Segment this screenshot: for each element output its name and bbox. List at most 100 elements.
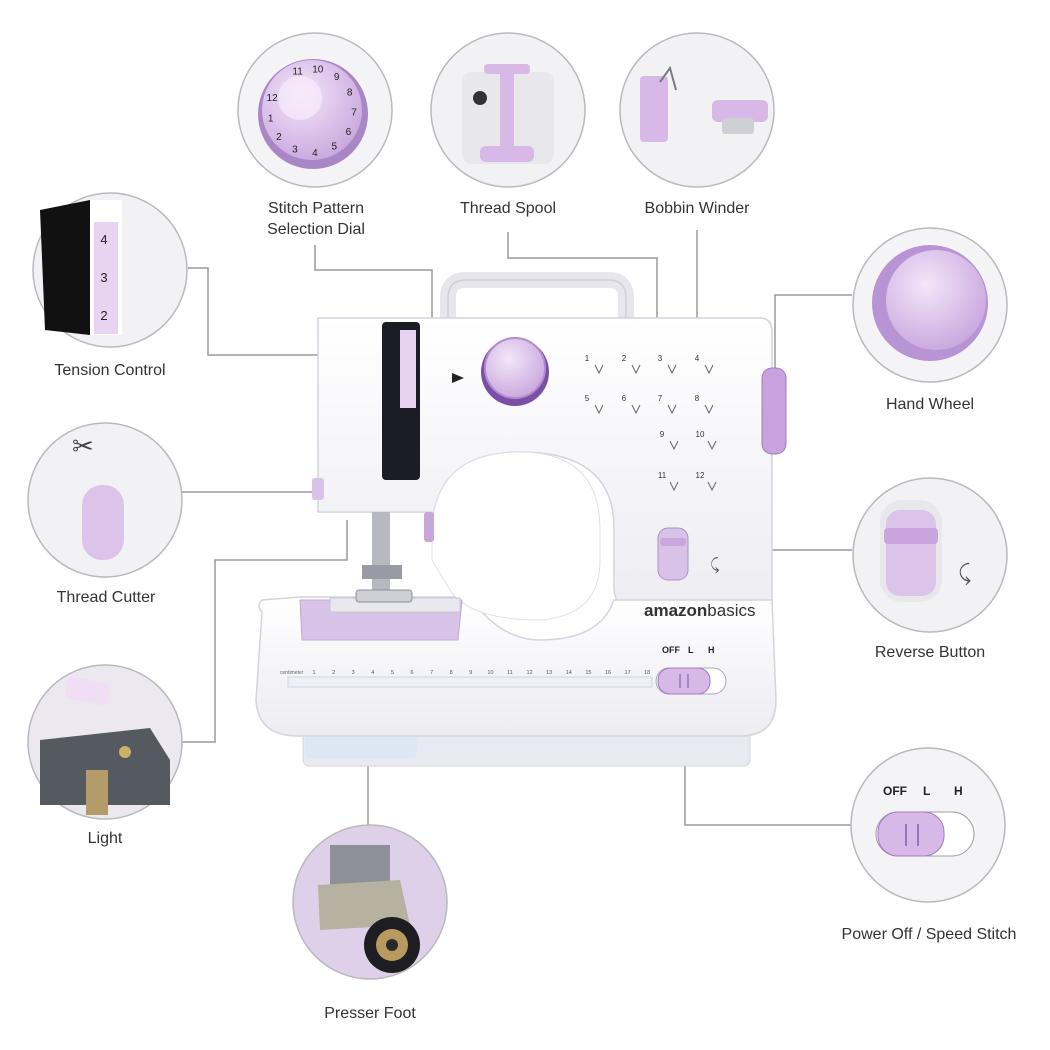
stitch-icon xyxy=(667,364,677,375)
label-power-speed: Power Off / Speed Stitch xyxy=(841,926,1017,943)
ruler-number: 7 xyxy=(430,670,433,676)
detail-switch-off: OFF xyxy=(883,784,907,798)
scissors-icon: ✂ xyxy=(72,431,94,461)
detail-tension-control: 4 3 2 xyxy=(32,192,188,348)
stitch-icon xyxy=(631,364,641,375)
presser-foot-mini xyxy=(355,589,413,603)
ruler-strip xyxy=(287,676,653,688)
leader-hand-wheel xyxy=(774,294,852,368)
detail-switch-l: L xyxy=(923,784,930,798)
stitch-icon xyxy=(631,404,641,415)
label-stitch-dial: Stitch Pattern Selection Dial xyxy=(267,200,365,238)
dial-number: 10 xyxy=(312,64,324,75)
stitch-number: 5 xyxy=(585,394,590,403)
hand-wheel-side xyxy=(761,367,787,455)
stitch-icon xyxy=(707,440,717,451)
leader-thread-spool xyxy=(507,232,658,320)
ruler-number: 5 xyxy=(391,670,394,676)
needle-bar xyxy=(372,512,390,602)
reverse-arrow-icon: ⤹ xyxy=(958,560,971,586)
stitch-number: 11 xyxy=(658,471,667,480)
dial-number: 12 xyxy=(267,93,279,104)
stitch-number: 2 xyxy=(622,354,627,363)
stitch-number: 8 xyxy=(695,394,700,403)
dial-number: 1 xyxy=(268,113,274,124)
tension-dial-strip xyxy=(400,330,416,408)
stitch-number: 10 xyxy=(696,430,705,439)
dial-number: 2 xyxy=(276,132,282,143)
leader-tension xyxy=(188,267,380,356)
stitch-number: 4 xyxy=(695,354,700,363)
detail-thread-spool xyxy=(430,32,586,188)
dial-number: 11 xyxy=(292,67,303,78)
speed-switch-labels: OFF L H xyxy=(662,645,715,655)
dial-number: 4 xyxy=(312,148,318,159)
tension-number: 4 xyxy=(100,232,107,247)
ruler-number: 4 xyxy=(371,670,374,676)
arm-opening xyxy=(431,451,601,621)
dial-number: 8 xyxy=(347,88,353,99)
light-cover xyxy=(312,478,324,500)
ruler-number: 11 xyxy=(507,670,513,676)
stitch-icon xyxy=(669,481,679,492)
stitch-number: 12 xyxy=(696,471,705,480)
stitch-number: 1 xyxy=(585,354,590,363)
leader-light xyxy=(182,520,348,743)
carry-handle xyxy=(440,272,634,322)
ruler-number: 18 xyxy=(644,670,650,676)
dial-number: 6 xyxy=(346,127,352,138)
detail-hand-wheel xyxy=(852,227,1008,383)
label-bobbin-winder: Bobbin Winder xyxy=(644,200,750,217)
stitch-icon xyxy=(704,364,714,375)
detail-switch-h: H xyxy=(954,784,963,798)
detail-reverse-button: ⤹ xyxy=(852,477,1008,633)
ruler-unit: centimeter xyxy=(280,670,304,676)
brand-logo: amazonbasics xyxy=(644,601,755,620)
tension-number: 2 xyxy=(100,308,107,323)
detail-light xyxy=(27,664,183,820)
detail-presser-foot xyxy=(292,824,448,980)
speed-switch-knob[interactable] xyxy=(657,667,711,695)
dial-number: 5 xyxy=(332,142,338,153)
pattern-dial xyxy=(484,337,546,399)
label-reverse-button: Reverse Button xyxy=(874,644,986,661)
stitch-icon xyxy=(669,440,679,451)
label-hand-wheel: Hand Wheel xyxy=(885,396,975,413)
ruler-number: 14 xyxy=(566,670,572,676)
reverse-lever-top xyxy=(660,538,686,546)
detail-thread-cutter: ✂ xyxy=(27,422,183,578)
presser-lever xyxy=(424,512,434,542)
switch-label-l: L xyxy=(688,645,694,655)
dial-number: 7 xyxy=(351,108,357,119)
label-presser-foot: Presser Foot xyxy=(324,1005,416,1022)
ruler-number: 6 xyxy=(410,670,413,676)
switch-label-h: H xyxy=(708,645,715,655)
carry-handle-outline xyxy=(447,279,627,322)
tension-number: 3 xyxy=(100,270,107,285)
ruler-number: 8 xyxy=(450,670,453,676)
ruler-number: 13 xyxy=(546,670,552,676)
ruler-number: 3 xyxy=(352,670,355,676)
ruler-number: 12 xyxy=(527,670,533,676)
accessory-drawer xyxy=(305,736,417,758)
dial-pointer xyxy=(452,373,464,383)
ruler-number: 9 xyxy=(469,670,472,676)
ruler-number: 17 xyxy=(625,670,631,676)
ruler-number: 2 xyxy=(332,670,335,676)
tension-numbers: 4 3 2 xyxy=(100,232,107,323)
stitch-icon xyxy=(594,404,604,415)
detail-bobbin-winder xyxy=(619,32,775,188)
ruler-number: 15 xyxy=(585,670,591,676)
reverse-symbol: ⤹ xyxy=(710,557,720,574)
stitch-number: 6 xyxy=(622,394,627,403)
switch-label-off: OFF xyxy=(662,645,680,655)
ruler-number: 1 xyxy=(312,670,315,676)
reverse-lever xyxy=(657,527,689,581)
stitch-icon xyxy=(667,404,677,415)
label-thread-spool: Thread Spool xyxy=(459,200,557,217)
stitch-icon xyxy=(704,404,714,415)
